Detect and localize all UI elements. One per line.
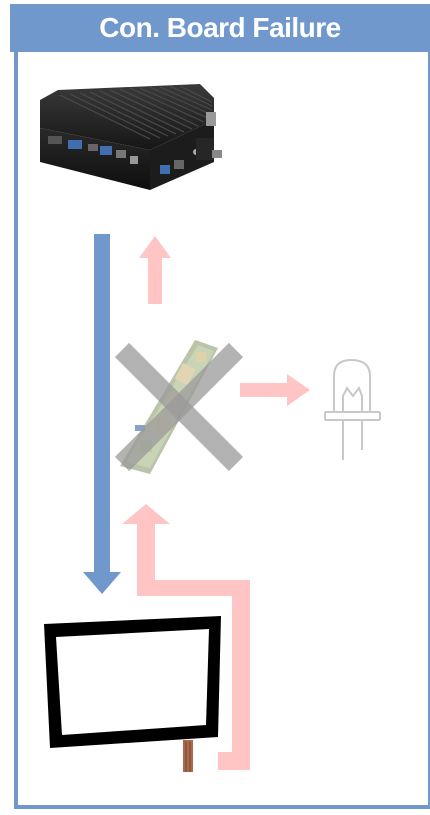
industrial-pc-icon: [40, 84, 222, 190]
up-arrow: [139, 236, 171, 304]
led-bulb-icon: [324, 358, 381, 460]
down-arrow: [83, 234, 121, 594]
content-panel: [14, 52, 430, 809]
touch-panel-icon: [44, 616, 221, 772]
x-mark-icon: [114, 342, 244, 472]
right-arrow: [240, 374, 310, 406]
feedback-arrow: [122, 504, 250, 770]
page-title: Con. Board Failure: [99, 12, 341, 43]
header-bar: Con. Board Failure: [10, 4, 430, 52]
